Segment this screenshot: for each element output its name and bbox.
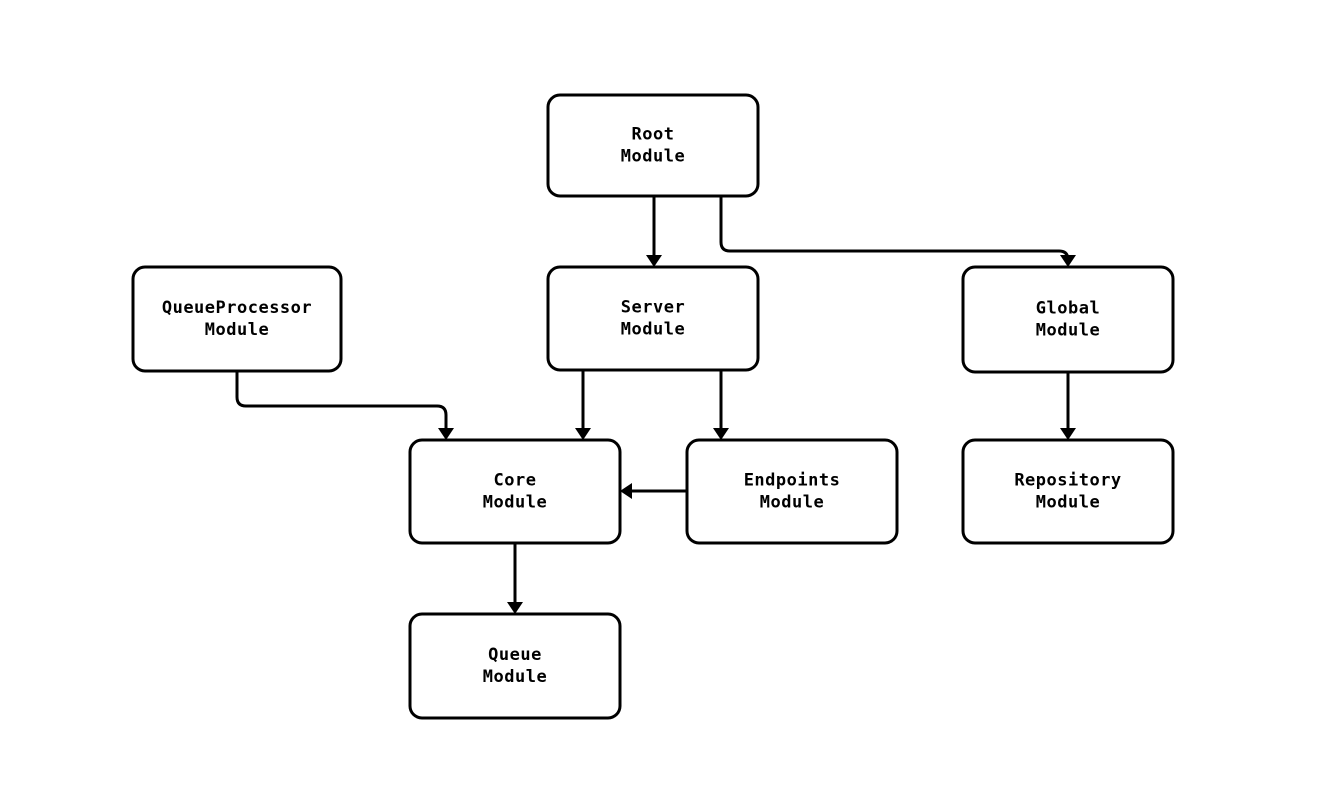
node-box-server[interactable] bbox=[546, 265, 760, 372]
node-layer: RootModuleQueueProcessorModuleServerModu… bbox=[131, 93, 1175, 720]
node-label-core-line1: Core bbox=[494, 471, 537, 491]
edge-layer bbox=[235, 196, 1076, 614]
node-label-global-line2: Module bbox=[1036, 321, 1100, 341]
arrowhead-server-to-endpoints bbox=[713, 428, 729, 440]
node-label-queueprocessor-line2: Module bbox=[205, 320, 269, 340]
arrowhead-queueprocessor-to-core bbox=[438, 428, 454, 440]
node-box-global[interactable] bbox=[961, 265, 1175, 374]
arrowhead-endpoints-to-core bbox=[620, 483, 632, 499]
node-label-core-line2: Module bbox=[483, 493, 547, 513]
node-label-server-line2: Module bbox=[621, 320, 685, 340]
node-label-endpoints-line2: Module bbox=[760, 493, 824, 513]
node-label-queue-line2: Module bbox=[483, 667, 547, 687]
node-box-queueprocessor[interactable] bbox=[131, 265, 343, 373]
node-box-core[interactable] bbox=[408, 438, 622, 545]
node-label-endpoints-line1: Endpoints bbox=[744, 471, 841, 491]
node-label-global-line1: Global bbox=[1036, 299, 1100, 319]
edge-root-to-global bbox=[719, 196, 1070, 262]
node-box-repository[interactable] bbox=[961, 438, 1175, 545]
arrowhead-server-to-core bbox=[575, 428, 591, 440]
node-label-queueprocessor-line1: QueueProcessor bbox=[162, 298, 312, 318]
arrowhead-root-to-global bbox=[1060, 255, 1076, 267]
arrowhead-root-to-server bbox=[646, 255, 662, 267]
edge-queueprocessor-to-core bbox=[235, 371, 448, 428]
node-label-queue-line1: Queue bbox=[488, 645, 542, 665]
node-label-repository-line2: Module bbox=[1036, 493, 1100, 513]
node-label-server-line1: Server bbox=[621, 298, 685, 318]
arrowhead-core-to-queue bbox=[507, 602, 523, 614]
node-label-root-line1: Root bbox=[632, 125, 675, 145]
node-box-root[interactable] bbox=[546, 93, 760, 198]
node-box-queue[interactable] bbox=[408, 612, 622, 720]
arrowhead-global-to-repository bbox=[1060, 428, 1076, 440]
node-label-repository-line1: Repository bbox=[1014, 471, 1121, 491]
node-label-root-line2: Module bbox=[621, 147, 685, 167]
node-box-endpoints[interactable] bbox=[685, 438, 899, 545]
